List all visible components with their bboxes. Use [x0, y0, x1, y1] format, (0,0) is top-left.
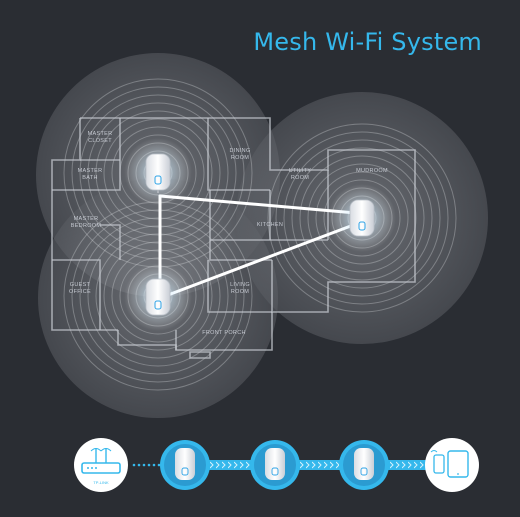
mesh-unit-icon[interactable] [250, 440, 300, 490]
mesh-unit-icon[interactable] [160, 440, 210, 490]
client-devices[interactable] [425, 438, 479, 492]
router-brand: TP-LINK [93, 480, 109, 485]
dotted-link [132, 463, 161, 467]
floorplan [51, 117, 416, 359]
room-label-mudroom: MUDROOM [356, 168, 388, 174]
smartphone-icon [430, 450, 445, 474]
page-title: Mesh Wi-Fi System [253, 28, 482, 56]
mesh-unit-icon[interactable] [349, 199, 375, 237]
mesh-unit-icon[interactable] [145, 153, 171, 193]
room-label-front-porch: FRONT PORCH [202, 330, 246, 336]
mesh-unit-icon[interactable] [339, 440, 389, 490]
connection-chain: TP-LINK [74, 438, 479, 492]
mesh-unit-icon[interactable] [145, 278, 171, 316]
tablet-icon [447, 450, 469, 478]
router-icon[interactable]: TP-LINK [74, 438, 128, 492]
room-label-kitchen: KITCHEN [257, 222, 283, 228]
